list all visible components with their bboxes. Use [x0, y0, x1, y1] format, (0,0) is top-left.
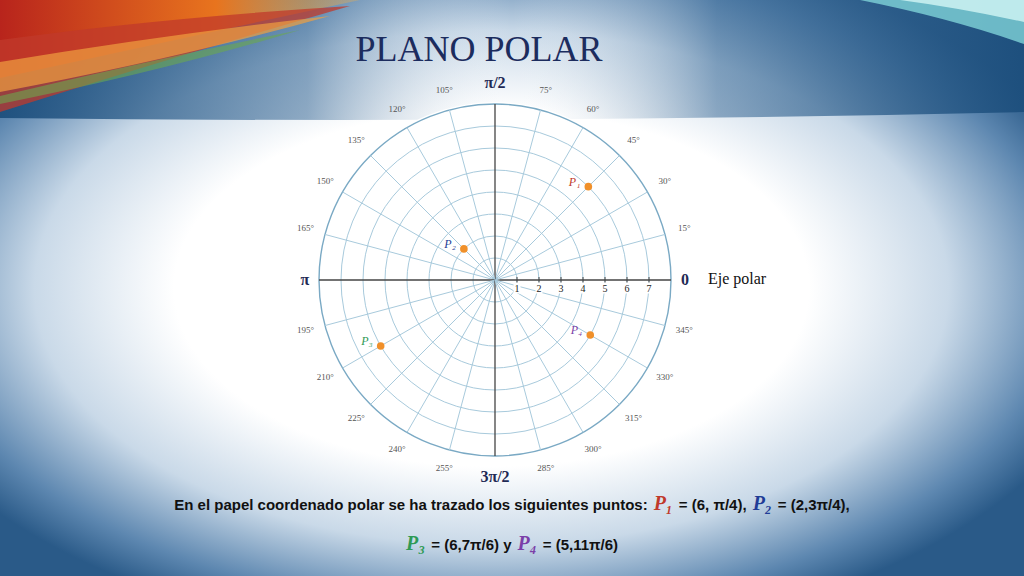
polar-spoke [495, 280, 665, 326]
polar-spoke [495, 280, 647, 368]
plotted-point [377, 342, 385, 350]
polar-spoke [343, 192, 495, 280]
slide-title: PLANO POLAR [355, 30, 602, 70]
polar-spoke [407, 128, 495, 280]
polar-spoke [495, 234, 665, 280]
angle-label: 240° [388, 445, 405, 455]
polar-spoke [325, 234, 495, 280]
angle-label: 45° [627, 136, 640, 146]
statement-line: P₃ = (6,7π/6) y P₄ = (5,11π/6) [0, 532, 1024, 555]
radius-number: 3 [558, 283, 565, 294]
angle-label: 345° [676, 326, 693, 336]
angle-label: 195° [297, 326, 314, 336]
axis-name: Eje polar [708, 270, 766, 288]
polar-axis [494, 280, 495, 456]
angle-label: 105° [436, 86, 453, 96]
polar-spoke [495, 156, 619, 280]
axis-angle-label: π [301, 271, 310, 289]
angle-label: 120° [388, 105, 405, 115]
polar-spoke [495, 280, 541, 450]
plotted-point [585, 183, 593, 191]
axis-angle-label: 3π/2 [480, 468, 509, 486]
polar-axis [319, 279, 495, 280]
angle-label: 285° [537, 464, 554, 474]
radius-number: 7 [646, 283, 653, 294]
angle-label: 255° [436, 464, 453, 474]
point-label: P₃ [361, 335, 373, 348]
polar-spoke [495, 280, 619, 404]
polar-spoke [495, 280, 583, 432]
point-label: P₁ [569, 176, 581, 189]
angle-label: 225° [348, 414, 365, 424]
point-coordinates: = (5,11π/6) [543, 536, 618, 553]
plotted-point [460, 245, 468, 253]
angle-label: 210° [317, 373, 334, 383]
statement-line: En el papel coordenado polar se ha traza… [0, 492, 1024, 515]
top-swoosh [0, 6, 350, 112]
angle-label: 30° [658, 177, 671, 187]
point-name: P₃ [406, 532, 425, 555]
radius-number: 2 [536, 283, 543, 294]
angle-label: 330° [656, 373, 673, 383]
point-label: P₂ [444, 238, 456, 251]
radius-number: 6 [624, 283, 631, 294]
polar-spoke [343, 280, 495, 368]
statement-text: En el papel coordenado polar se ha traza… [174, 496, 647, 513]
top-swoosh [0, 30, 300, 104]
polar-spoke [449, 280, 495, 450]
polar-spoke [495, 192, 647, 280]
point-coordinates: = (6,7π/6) y [431, 536, 511, 553]
top-swoosh [860, 0, 1024, 44]
polar-spoke [449, 110, 495, 280]
top-swoosh [0, 16, 330, 92]
polar-spoke [407, 280, 495, 432]
polar-ring [319, 104, 671, 456]
point-name: P₄ [518, 532, 537, 555]
angle-label: 165° [297, 224, 314, 234]
angle-label: 75° [539, 86, 552, 96]
polar-axis [494, 104, 495, 280]
radius-number: 1 [514, 283, 521, 294]
top-band [0, 0, 1024, 120]
angle-label: 135° [348, 136, 365, 146]
polar-spoke [325, 280, 495, 326]
axis-angle-label: 0 [681, 271, 689, 289]
polar-disc [317, 102, 673, 458]
angle-label: 315° [625, 414, 642, 424]
point-name: P₁ [654, 492, 673, 515]
angle-label: 300° [584, 445, 601, 455]
point-coordinates: = (6, π/4), [679, 496, 747, 513]
point-label: P₄ [571, 324, 583, 337]
point-name: P₂ [753, 492, 772, 515]
polar-spoke [371, 280, 495, 404]
polar-spoke [495, 110, 541, 280]
plotted-point [586, 331, 594, 339]
polar-spoke [495, 128, 583, 280]
angle-label: 60° [587, 105, 600, 115]
radius-number: 4 [580, 283, 587, 294]
polar-spoke [371, 156, 495, 280]
angle-label: 150° [317, 177, 334, 187]
angle-label: 15° [678, 224, 691, 234]
point-coordinates: = (2,3π/4), [778, 496, 850, 513]
top-swoosh [900, 0, 1024, 22]
axis-angle-label: π/2 [484, 74, 505, 92]
radius-number: 5 [602, 283, 609, 294]
